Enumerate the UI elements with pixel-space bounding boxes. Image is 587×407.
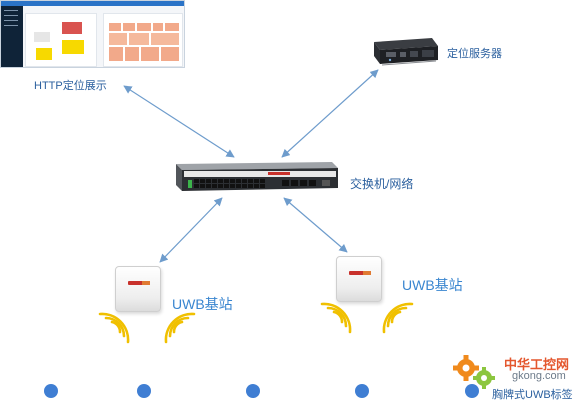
floor-room — [160, 46, 180, 62]
wave-left-station-right — [164, 312, 196, 344]
uwb-tag-dot — [355, 384, 369, 398]
gear-icon — [453, 355, 495, 389]
uwb-tag-dot — [44, 384, 58, 398]
station-brand-mark — [128, 281, 150, 285]
uwb-tag-dot — [465, 384, 479, 398]
uwb-tag-dot — [137, 384, 151, 398]
room-gray — [34, 32, 50, 42]
network-switch-icon — [176, 162, 338, 191]
wave-left-station-left — [98, 312, 130, 344]
http-display-label: HTTP定位展示 — [34, 80, 107, 92]
floor-room — [136, 22, 152, 32]
floor-room — [124, 46, 140, 62]
uwb-tag-dot — [246, 384, 260, 398]
floor-room — [150, 32, 180, 46]
switch-network-label: 交换机/网络 — [350, 177, 414, 191]
location-server-icon — [374, 38, 438, 66]
wave-right-station-right — [382, 302, 414, 334]
room-red — [62, 22, 82, 34]
uwb-station-right-label: UWB基站 — [402, 277, 463, 293]
arrow-switch-to-right-station — [283, 197, 348, 253]
station-brand-mark — [363, 271, 371, 275]
floor-room — [122, 22, 136, 32]
floor-room — [140, 46, 160, 62]
uwb-tag-label: 胸牌式UWB标签 — [492, 389, 573, 401]
screen-topbar — [1, 1, 184, 6]
floor-room — [108, 22, 122, 32]
screen-floorplan — [103, 13, 183, 67]
floor-room — [108, 32, 128, 46]
uwb-station-left — [115, 266, 161, 312]
floor-room — [108, 46, 124, 62]
watermark-cn: 中华工控网 — [504, 357, 570, 372]
room-yellow-a — [62, 40, 84, 54]
uwb-station-right — [336, 256, 382, 302]
arrow-server-to-switch — [281, 69, 379, 158]
screen-sidebar — [1, 6, 23, 67]
watermark-url: gkong.com — [512, 370, 566, 382]
floor-room — [152, 22, 164, 32]
room-yellow-b — [36, 48, 52, 60]
location-server-label: 定位服务器 — [447, 48, 502, 60]
floor-room — [128, 32, 150, 46]
floor-room — [164, 22, 180, 32]
wave-right-station-left — [320, 302, 352, 334]
gkong-watermark: 中华工控网 gkong.com — [452, 346, 587, 407]
station-brand-mark — [349, 271, 371, 275]
arrow-switch-to-left-station — [159, 197, 223, 263]
http-display-screenshot — [0, 0, 185, 68]
screen-left-panel — [25, 13, 97, 67]
arrow-http-to-switch — [123, 85, 235, 158]
uwb-station-left-label: UWB基站 — [172, 296, 233, 312]
station-brand-mark — [142, 281, 150, 285]
